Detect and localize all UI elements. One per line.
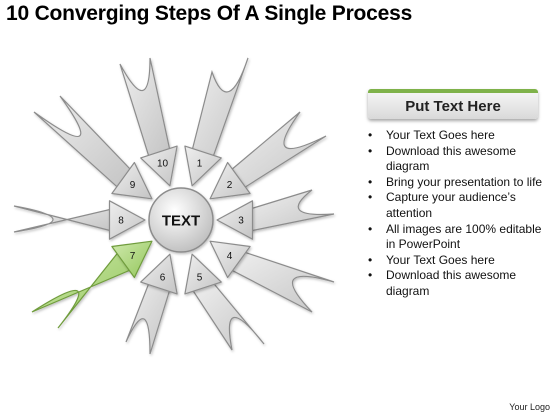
step-8-label: 8 [118,216,124,227]
step-7-label: 7 [130,251,136,262]
bullet-list: • Your Text Goes here • Download this awes… [366,128,551,300]
bullet-item: • Capture your audience’s attention [366,190,551,221]
step-10-arrow-arm [119,57,171,159]
bullet-item: • Download this awesome diagram [366,144,551,175]
panel-header: Put Text Here [368,89,538,119]
step-5-label: 5 [197,273,203,284]
bullet-dot-icon: • [368,190,373,205]
center-hub-label: TEXT [162,213,200,230]
bullet-item: • Your Text Goes here [366,253,551,269]
bullet-item: • Download this awesome diagram [366,268,551,299]
bullet-item: • Bring your presentation to life [366,175,551,191]
bullet-text: All images are 100% editable in PowerPoi… [386,221,542,252]
bullet-dot-icon: • [368,128,373,142]
bullet-text: Capture your audience’s attention [386,190,516,220]
center-hub [148,187,214,253]
bullet-text: Download this awesome diagram [386,143,517,174]
bullet-item: • Your Text Goes here [366,128,551,144]
step-6-arrow-head [140,253,178,295]
step-9-arrow-arm [33,95,133,190]
step-2-arrow-head [209,161,251,200]
converging-steps-diagram: 1 2 3 4 5 6 7 8 9 10 TEXT [13,57,335,355]
step-9-label: 9 [130,180,136,191]
bullet-text: Bring your presentation to life [386,174,543,189]
step-8-arrow-head [108,200,146,240]
step-7-arrow-head [111,240,153,279]
bullet-text: Your Text Goes here [386,128,495,142]
step-5-arrow-head [184,253,222,295]
step-10-arrow-head [140,145,178,187]
bullet-dot-icon: • [368,252,373,267]
bullet-dot-icon: • [368,143,373,158]
footer-logo-text: Your Logo [509,402,550,412]
step-9-arrow-head [111,161,153,200]
bullet-text: Download this awesome diagram [386,268,517,298]
step-3-arrow-head [216,200,254,240]
step-2-label: 2 [227,180,233,191]
step-10-label: 10 [157,158,169,169]
step-3-label: 3 [238,216,244,227]
step-5-arrow-arm [191,281,265,351]
step-3-arrow-arm [249,189,335,232]
step-1-label: 1 [197,158,203,169]
step-6-arrow-arm [125,281,171,355]
step-4-arrow-arm [229,251,335,313]
step-4-arrow-head [209,240,251,279]
panel-header-label: Put Text Here [405,97,501,115]
step-8-arrow-arm [13,205,113,233]
bullet-text: Your Text Goes here [386,252,495,267]
bullet-dot-icon: • [368,221,373,236]
step-1-arrow-head [184,145,222,187]
step-1-arrow-arm [191,57,249,159]
bullet-item: • All images are 100% editable in PowerPo… [366,222,551,253]
bullet-dot-icon: • [368,268,373,283]
step-4-label: 4 [227,251,233,262]
step-6-label: 6 [160,273,166,284]
step-2-arrow-arm [229,111,327,190]
step-7-arrow-arm [31,250,133,329]
bullet-dot-icon: • [368,174,373,189]
page-title: 10 Converging Steps Of A Single Process [6,2,413,25]
